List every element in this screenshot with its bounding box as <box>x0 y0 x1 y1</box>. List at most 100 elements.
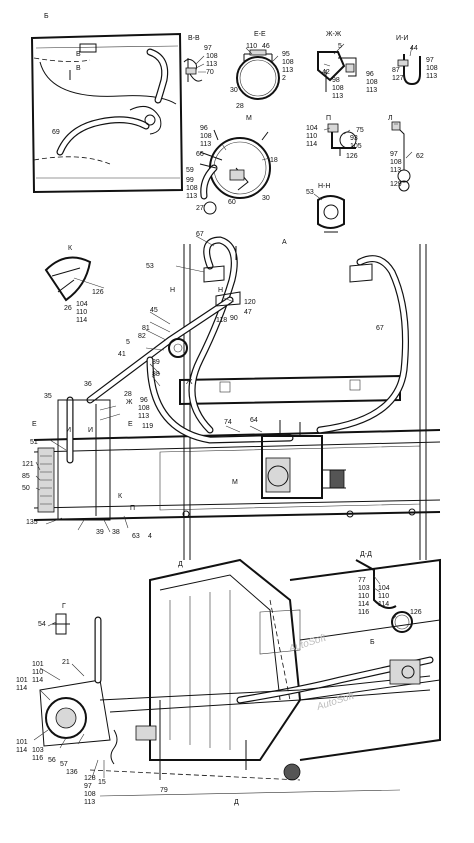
callout-116: 116 <box>358 609 369 616</box>
callout-39: 39 <box>96 529 104 536</box>
view-vv-clamp <box>183 58 203 82</box>
callout-114: 114 <box>16 747 27 754</box>
callout-120: 120 <box>244 299 256 306</box>
callout-45: 45 <box>150 307 158 314</box>
view-title-dd: Д-Д <box>360 551 372 558</box>
callout-70: 70 <box>206 69 214 76</box>
callout-87: 87 <box>392 67 400 74</box>
callout-113: 113 <box>200 141 211 148</box>
callout-108: 108 <box>426 65 438 72</box>
callout-101: 101 <box>16 739 28 746</box>
callout-75: 75 <box>356 127 364 134</box>
callout-Б: Б <box>370 639 375 646</box>
callout-Д: Д <box>234 799 239 806</box>
callout-127: 127 <box>392 75 404 82</box>
callout-51: 51 <box>30 439 38 446</box>
callout-108: 108 <box>138 405 150 412</box>
callout-96: 96 <box>366 71 374 78</box>
callout-42: 42 <box>322 69 330 76</box>
callout-15: 15 <box>98 779 106 786</box>
callout-В: В <box>76 65 81 72</box>
view-title-p: П <box>326 115 331 122</box>
view-title-vv: В-В <box>188 35 200 42</box>
callout-Е: Е <box>128 421 133 428</box>
callout-57: 57 <box>60 761 68 768</box>
callout-67: 67 <box>196 231 204 238</box>
view-title-a: А <box>282 239 287 246</box>
view-ii-clamp <box>397 54 421 86</box>
callout-5: 5 <box>126 339 130 346</box>
callout-81: 81 <box>142 325 150 332</box>
callout-113: 113 <box>426 73 437 80</box>
callout-114: 114 <box>358 601 369 608</box>
callout-56: 56 <box>48 757 56 764</box>
callout-108: 108 <box>200 133 212 140</box>
callout-98: 98 <box>332 77 340 84</box>
callout-108: 108 <box>332 85 344 92</box>
watermark-text-2: AutoSoft <box>315 690 357 713</box>
view-titles: Б В-В Е-Е Ж-Ж И-И М П Л Н-Н К А Г Д-Д <box>44 13 408 610</box>
callout-Д: Д <box>178 561 183 568</box>
callout-59: 59 <box>186 167 194 174</box>
leader-lines <box>33 43 413 779</box>
callout-126: 126 <box>346 153 358 160</box>
view-dd-probe <box>355 559 413 633</box>
view-ee-ring <box>236 49 280 100</box>
callout-93: 93 <box>350 135 358 142</box>
callout-97: 97 <box>426 57 434 64</box>
view-p-tee <box>327 123 357 156</box>
callout-Н: Н <box>170 287 175 294</box>
view-bottom-engine <box>39 558 441 797</box>
callout-77: 77 <box>358 577 366 584</box>
callout-110: 110 <box>32 669 43 676</box>
callout-67: 67 <box>376 325 384 332</box>
callout-103: 103 <box>32 747 44 754</box>
view-title-zhzh: Ж-Ж <box>326 31 342 38</box>
callout-108: 108 <box>366 79 378 86</box>
callout-101: 101 <box>16 677 28 684</box>
callout-113: 113 <box>366 87 377 94</box>
callout-135: 135 <box>26 519 38 526</box>
callout-113: 113 <box>206 61 217 68</box>
callout-35: 35 <box>44 393 52 400</box>
view-m-assembly <box>199 129 271 215</box>
callout-108: 108 <box>390 159 402 166</box>
callout-21: 21 <box>62 659 70 666</box>
callout-74: 74 <box>224 419 232 426</box>
callout-2: 2 <box>282 75 286 82</box>
callout-18: 18 <box>270 157 278 164</box>
callout-Ж: Ж <box>126 399 133 406</box>
view-title-g: Г <box>62 603 66 610</box>
callout-96: 96 <box>140 397 148 404</box>
callout-44: 44 <box>410 45 418 52</box>
callout-108: 108 <box>84 791 96 798</box>
callout-96: 96 <box>200 125 208 132</box>
view-title-m: М <box>246 115 252 122</box>
callout-54: 54 <box>38 621 46 628</box>
callout-110: 110 <box>358 593 369 600</box>
callout-64: 64 <box>250 417 258 424</box>
view-title-l: Л <box>388 115 393 122</box>
callout-101: 101 <box>32 661 44 668</box>
callout-113: 113 <box>138 413 149 420</box>
callout-128: 128 <box>84 775 96 782</box>
callout-89: 89 <box>152 359 160 366</box>
callout-126: 126 <box>92 289 104 296</box>
callout-4: 4 <box>148 533 152 540</box>
callout-97: 97 <box>390 151 398 158</box>
view-a-main <box>33 236 441 560</box>
view-g-fitting <box>52 613 70 635</box>
callout-114: 114 <box>378 601 389 608</box>
callout-П: П <box>130 505 135 512</box>
callout-103: 103 <box>358 585 370 592</box>
callout-30: 30 <box>262 195 270 202</box>
callout-95: 95 <box>282 51 290 58</box>
callout-113: 113 <box>282 67 293 74</box>
callout-В: В <box>76 51 81 58</box>
view-nn-mount <box>317 195 345 233</box>
callout-53: 53 <box>146 263 154 270</box>
callout-И: И <box>88 427 93 434</box>
view-l-fitting <box>391 121 411 192</box>
view-title-k: К <box>68 245 73 252</box>
